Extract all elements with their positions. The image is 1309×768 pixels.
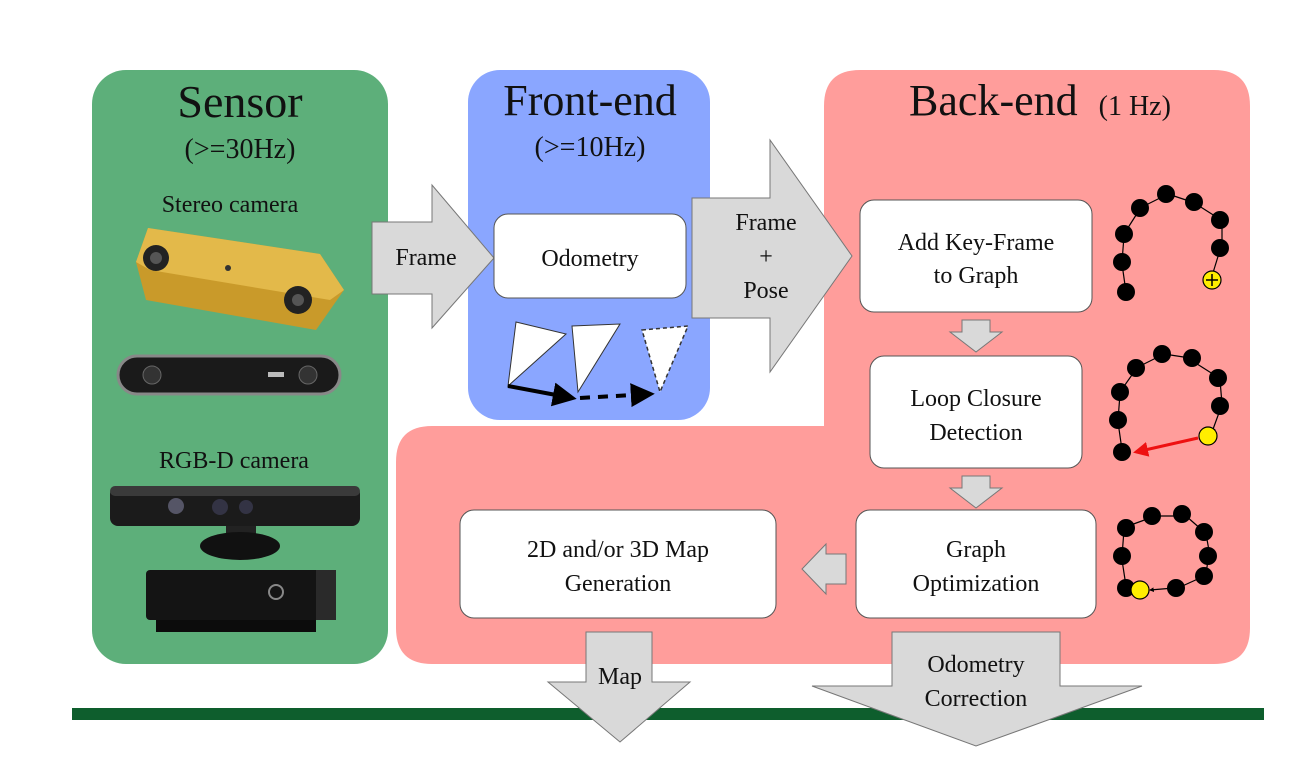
map-generation-box xyxy=(459,509,777,619)
frame-arrow xyxy=(371,183,495,330)
loop-closure-label-1: Loop Closure xyxy=(910,386,1041,412)
pose-graph-1-icon xyxy=(1113,185,1229,301)
pose-graph-3-icon xyxy=(1113,505,1217,600)
baseline-bar xyxy=(72,708,1264,720)
sensor-title: Sensor xyxy=(177,76,302,127)
down-arrow-1 xyxy=(948,319,1004,353)
down-arrow-2 xyxy=(948,475,1004,509)
odometry-box-label: Odometry xyxy=(541,246,638,272)
frame-pose-label-1: Frame xyxy=(735,210,796,236)
add-keyframe-label-1: Add Key-Frame xyxy=(898,230,1055,256)
loop-closure-box xyxy=(869,355,1083,469)
map-output-label: Map xyxy=(598,664,642,690)
graph-optimization-label-2: Optimization xyxy=(913,571,1040,597)
odometry-pose-illustration xyxy=(507,321,690,408)
add-keyframe-label-2: to Graph xyxy=(934,263,1019,289)
pose-graph-2-icon xyxy=(1109,345,1229,461)
backend-title-main: Back-end xyxy=(909,76,1078,125)
graph-optimization-box xyxy=(855,509,1097,619)
loop-closure-label-2: Detection xyxy=(929,420,1022,446)
odometry-box xyxy=(493,213,687,299)
stereo-camera-label: Stereo camera xyxy=(162,192,299,218)
map-generation-label-1: 2D and/or 3D Map xyxy=(527,537,709,563)
frame-pose-arrow xyxy=(691,138,853,374)
left-arrow xyxy=(801,542,847,596)
map-output-arrow xyxy=(546,631,692,743)
stereo-camera-zed-image xyxy=(116,354,342,396)
frame-arrow-label: Frame xyxy=(395,245,456,271)
backend-title: Back-end (1 Hz) xyxy=(909,76,1171,125)
backend-rate: (1 Hz) xyxy=(1099,91,1171,122)
frame-pose-label-3: Pose xyxy=(743,278,788,304)
loop-closure-link xyxy=(1133,436,1199,457)
frontend-rate: (>=10Hz) xyxy=(535,132,646,163)
sensor-rate: (>=30Hz) xyxy=(185,134,296,165)
frame-pose-label-2: + xyxy=(759,244,773,270)
odometry-correction-label-1: Odometry xyxy=(927,652,1024,678)
odometry-correction-label-2: Correction xyxy=(925,686,1028,712)
graph-optimization-label-1: Graph xyxy=(946,537,1006,563)
map-generation-label-2: Generation xyxy=(565,571,672,597)
odometry-correction-arrow xyxy=(811,631,1143,747)
add-keyframe-box xyxy=(859,199,1093,313)
frontend-title: Front-end xyxy=(503,76,677,125)
rgbd-camera-kinect2-image xyxy=(146,570,336,632)
rgbd-camera-label: RGB-D camera xyxy=(159,448,309,474)
stereo-camera-gold-image xyxy=(136,228,344,330)
rgbd-camera-kinect-image xyxy=(110,486,360,560)
